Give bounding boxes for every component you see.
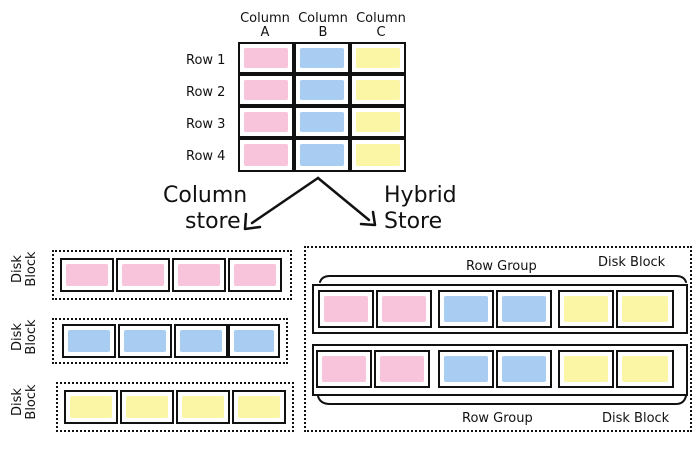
disk-block-label-top: Disk Block xyxy=(598,255,666,270)
column-store-cell xyxy=(62,324,116,358)
hybrid-store-region xyxy=(304,246,692,432)
table-cell-c2 xyxy=(350,74,406,106)
column-store-cell xyxy=(120,390,174,424)
column-store-cell xyxy=(232,390,286,424)
hybrid-cell xyxy=(616,290,674,328)
column-store-disk-block-3 xyxy=(56,382,294,432)
column-store-cell xyxy=(60,258,114,292)
column-store-cell xyxy=(174,324,228,358)
hybrid-cell xyxy=(318,290,374,328)
hybrid-disk-block-2 xyxy=(312,344,688,396)
column-store-cell xyxy=(118,324,172,358)
table-cell-a3 xyxy=(238,106,294,138)
row-label-2: Row 2 xyxy=(186,85,226,100)
column-store-cell xyxy=(228,258,282,292)
hybrid-cell xyxy=(376,290,432,328)
table-cell-c1 xyxy=(350,42,406,74)
hybrid-cell xyxy=(558,350,614,388)
hybrid-cell xyxy=(438,290,494,328)
hybrid-cell xyxy=(316,350,372,388)
hybrid-disk-block-1 xyxy=(312,284,688,334)
column-store-cell xyxy=(176,390,230,424)
row-group-bracket-bottom xyxy=(317,395,687,405)
hybrid-cell xyxy=(374,350,430,388)
table-cell-a2 xyxy=(238,74,294,106)
table-cell-b3 xyxy=(294,106,350,138)
column-store-disk-block-1 xyxy=(52,250,292,300)
arrow-to-column-store xyxy=(250,176,320,225)
row-label-3: Row 3 xyxy=(186,117,226,132)
table-cell-c3 xyxy=(350,106,406,138)
hybrid-cell xyxy=(616,350,674,388)
hybrid-store-title: Hybrid Store xyxy=(384,183,457,234)
row-label-1: Row 1 xyxy=(186,53,226,68)
disk-block-label-bottom: Disk Block xyxy=(602,411,670,426)
table-cell-c4 xyxy=(350,138,406,172)
row-group-label-top: Row Group xyxy=(466,259,537,274)
hybrid-cell xyxy=(438,350,494,388)
row-group-bracket-top xyxy=(319,275,687,283)
hybrid-cell xyxy=(496,350,552,388)
column-store-cell xyxy=(228,324,280,358)
row-label-4: Row 4 xyxy=(186,149,226,164)
table-cell-b4 xyxy=(294,138,350,172)
column-store-cell xyxy=(172,258,226,292)
table-cell-b2 xyxy=(294,74,350,106)
column-store-cell xyxy=(116,258,170,292)
column-store-cell xyxy=(64,390,118,424)
table-cell-b1 xyxy=(294,42,350,74)
arrow-to-hybrid-store xyxy=(316,176,371,222)
column-store-title: Column store xyxy=(163,183,248,234)
column-store-disk-block-2 xyxy=(52,318,288,364)
row-group-label-bottom: Row Group xyxy=(462,411,533,426)
arrow-to-column-store-head xyxy=(243,212,262,231)
hybrid-cell xyxy=(496,290,552,328)
table-cell-a1 xyxy=(238,42,294,74)
table-cell-a4 xyxy=(238,138,294,172)
hybrid-cell xyxy=(558,290,614,328)
arrow-to-hybrid-store-head xyxy=(359,210,377,227)
